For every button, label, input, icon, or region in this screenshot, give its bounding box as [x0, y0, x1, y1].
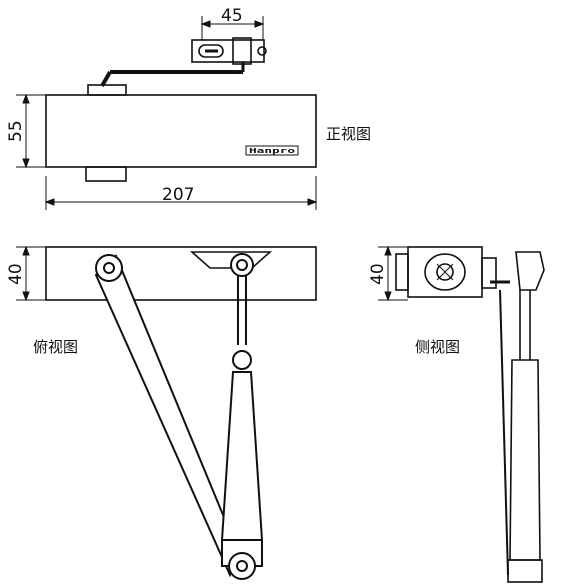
dimension-45 [200, 16, 265, 40]
closer-body-front [45, 94, 317, 168]
dim-label-207: 207 [162, 185, 194, 205]
brand-plate [245, 145, 299, 156]
forearm [220, 253, 264, 580]
dim-label-55: 55 [6, 120, 26, 142]
top-view [16, 245, 317, 580]
brand-text: Hanpro [249, 147, 295, 155]
closer-body-top [45, 246, 317, 301]
dimension-40-side [378, 245, 408, 302]
front-view: 45 Hanpro 55 [6, 6, 318, 210]
valve-ring [424, 253, 466, 291]
side-view [378, 245, 545, 583]
label-top-view: 俯视图 [33, 338, 78, 356]
arm-bracket [100, 37, 267, 87]
dimension-40-top [16, 245, 46, 302]
dim-label-40-top: 40 [6, 263, 26, 285]
dimension-207 [44, 176, 318, 210]
spindle-cap [87, 84, 127, 96]
label-side-view: 侧视图 [415, 338, 460, 356]
label-front-view: 正视图 [326, 125, 371, 143]
side-arm [490, 251, 545, 583]
main-arm [94, 254, 242, 578]
dim-label-40-side: 40 [368, 263, 388, 285]
bottom-spindle [85, 166, 127, 182]
dimension-55 [16, 93, 46, 169]
dim-label-45: 45 [221, 6, 243, 26]
